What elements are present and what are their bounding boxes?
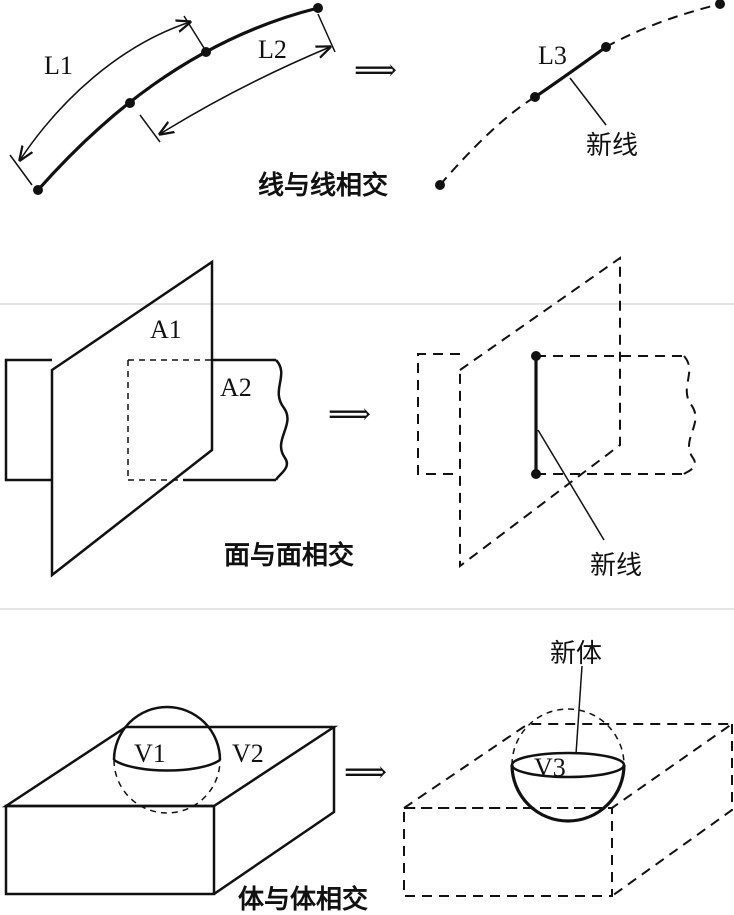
sphere-lower-hidden: [113, 759, 221, 814]
sphere-upper-outline: [112, 705, 222, 761]
l2-ext-line-start: [139, 114, 161, 143]
leader-new-body: [575, 665, 583, 755]
caption-volume-volume: 体与体相交: [238, 884, 368, 915]
caption-line-line: 线与线相交: [258, 170, 388, 201]
new-body-hemisphere: [510, 764, 626, 823]
l1-dimension-arc: [20, 22, 190, 160]
point-l1-end: [201, 47, 211, 57]
new-body-top-ellipse: [510, 751, 626, 779]
caption-surface-surface: 面与面相交: [224, 540, 354, 571]
label-a2: A2: [220, 373, 252, 402]
r-a2-break-line: [683, 355, 697, 475]
panel-surface-surface: A1 A2 ⟹ 新线 面与面相交: [4, 256, 697, 581]
point-l2-start: [125, 98, 135, 108]
label-l1: L1: [44, 51, 73, 80]
a1-parallelogram: [50, 259, 214, 578]
r-a2-rect-left-part: [417, 353, 460, 475]
label-l3: L3: [538, 41, 567, 70]
label-a1: A1: [150, 315, 182, 344]
curve-new-line-l3: [534, 45, 607, 99]
transform-arrow-3: ⟹: [344, 756, 387, 789]
label-new-line-2: 新线: [590, 551, 642, 581]
label-new-line-1: 新线: [586, 131, 638, 161]
box-top-face: [1, 725, 339, 808]
l1-ext-line-start: [9, 154, 33, 186]
curve-remaining-dashed-2: [605, 3, 721, 48]
point-l2-end: [313, 3, 323, 13]
r-sphere-upper-hidden: [511, 708, 625, 766]
leader-new-line-2: [537, 429, 605, 541]
sphere-intersection-ellipse: [113, 758, 221, 772]
leader-new-line-1: [569, 77, 607, 126]
l1-ext-line-end: [183, 15, 205, 49]
point-new-line-bottom: [531, 469, 541, 479]
label-v1: V1: [134, 739, 166, 768]
point-l3-start: [530, 92, 540, 102]
l2-ext-line-end: [317, 13, 336, 53]
a2-break-line: [274, 359, 289, 481]
label-v2: V2: [232, 739, 264, 768]
r-box-right-face: [611, 724, 733, 897]
panel-line-line: L1 L2 ⟹ L3 新线 线与线相交: [9, 0, 725, 201]
point-new-line-top: [531, 351, 541, 361]
transform-arrow-1: ⟹: [354, 54, 397, 87]
point-r-end: [715, 0, 725, 9]
point-l1-start: [33, 185, 43, 195]
panel-volume-volume: V1 V2 ⟹ V3 新体 体与体相交: [1, 639, 734, 915]
r-box-front-face: [403, 807, 613, 897]
a2-rect-left-part: [4, 358, 52, 482]
l2-dimension-arc: [160, 47, 330, 134]
point-r-start: [435, 180, 445, 190]
transform-arrow-2: ⟹: [328, 398, 371, 431]
r-box-top-face: [400, 723, 734, 809]
box-right-face: [213, 727, 336, 896]
r-a1-parallelogram: [459, 256, 621, 569]
point-l3-end: [601, 42, 611, 52]
label-l2: L2: [258, 35, 287, 64]
curve-remaining-dashed-1: [439, 96, 536, 186]
box-front-face: [4, 804, 216, 896]
label-new-body: 新体: [550, 639, 602, 669]
label-v3: V3: [534, 753, 566, 782]
